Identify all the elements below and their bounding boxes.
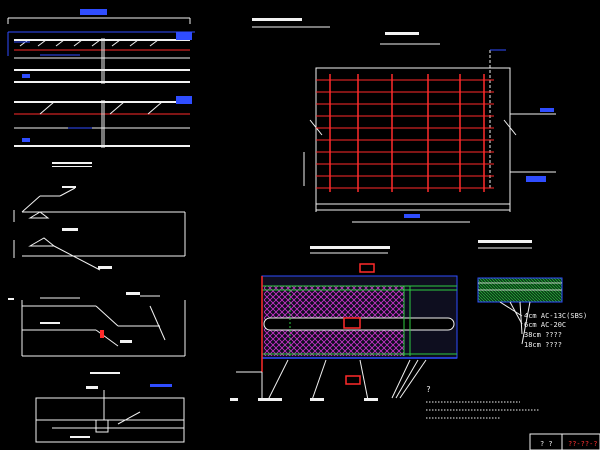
pavement-layers: 4cm AC-13C(SBS) 6cm AC-20C 38cm ???? 18c… [477, 240, 587, 349]
layer-label-3: 38cm ???? [524, 331, 562, 339]
drawing-notes: ? [426, 385, 540, 419]
notes-heading: ? [426, 385, 431, 394]
title-block-left-text: ? ? [540, 440, 553, 448]
plan-strip-title-box [80, 9, 107, 15]
detail-section-three [35, 372, 185, 443]
title-block-right-text: ??-??-? [568, 440, 598, 448]
detail-section-one [13, 162, 186, 271]
layer-label-4: 18cm ???? [524, 341, 562, 349]
cross-section-detail [230, 246, 458, 401]
title-block: ? ? ??-??-? [529, 433, 600, 450]
layer-label-2: 6cm AC-20C [524, 321, 566, 329]
reinforcement-plan [252, 18, 556, 223]
layer-label-1: 4cm AC-13C(SBS) [524, 312, 587, 320]
rebar-horizontal-lines [316, 79, 494, 189]
plan-strip-tag [176, 32, 192, 40]
plan-strip-lower [14, 74, 192, 148]
detail-section-two [8, 292, 186, 357]
rebar-vertical-lines [329, 74, 485, 192]
plan-strip-upper [7, 9, 195, 84]
plan-strip-lower-tag [176, 96, 192, 104]
